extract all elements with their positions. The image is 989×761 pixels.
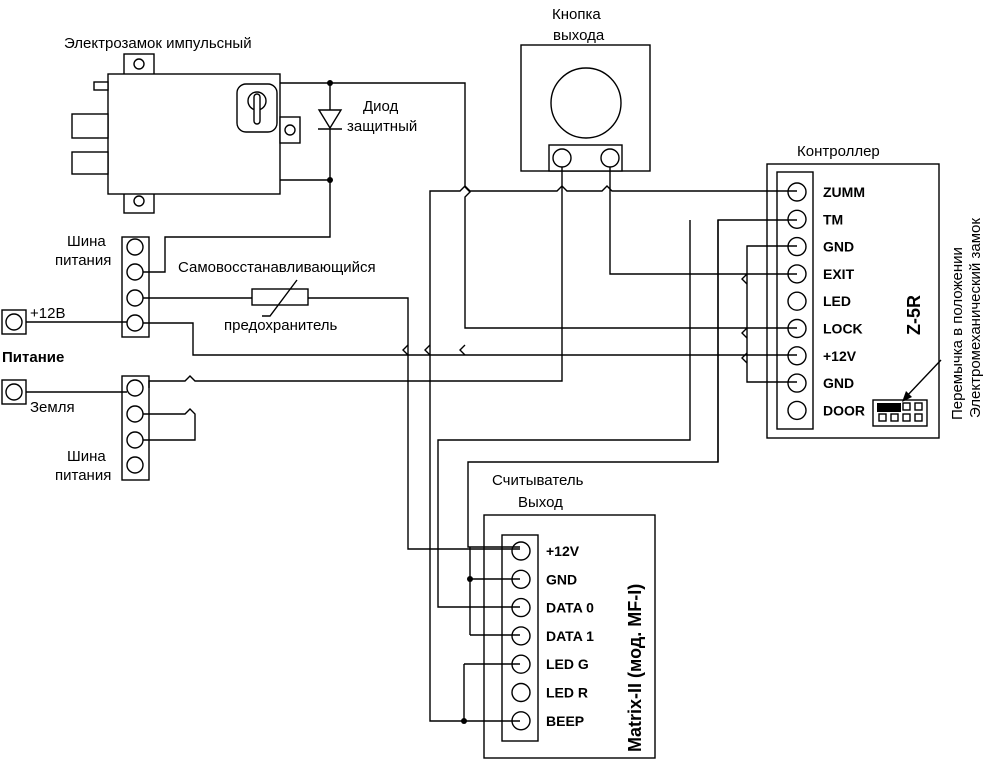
power-plus-label: +12В: [30, 305, 65, 322]
reader-terminal-label-6: LED R: [546, 685, 588, 701]
controller-terminal-label-5: LED: [823, 293, 851, 309]
lock-bolt-upper: [71, 113, 109, 139]
reader-terminal-label-1: +12V: [546, 543, 580, 559]
controller-terminal-label-4: EXIT: [823, 266, 855, 282]
bus-bottom-label-1: Шина: [67, 448, 106, 465]
reader-terminal-label-4: DATA 1: [546, 628, 594, 644]
controller-terminal-9: [787, 400, 807, 421]
controller-terminal-1: [787, 182, 807, 202]
reader: Считыватель Выход +12V GND DATA 0 DATA 1 LED…: [483, 472, 656, 759]
power-title: Питание: [2, 349, 64, 366]
jumper-note-1: Перемычка в положении: [949, 247, 966, 420]
protective-diode: Диод защитный: [317, 98, 417, 135]
exit-button-terminal-1: [552, 148, 572, 168]
reader-terminal-4: [511, 626, 531, 646]
controller-terminal-8: [787, 373, 807, 393]
bus-top-label-1: Шина: [67, 233, 106, 250]
controller-title: Контроллер: [797, 143, 880, 160]
controller-terminal-label-8: GND: [823, 375, 854, 391]
controller: Контроллер ZUMM TM GND EXIT LED LOCK +12V GND DO…: [766, 143, 984, 439]
reader-terminal-label-2: GND: [546, 571, 577, 587]
controller-terminal-5: [787, 291, 807, 311]
reader-title-2: Выход: [518, 494, 563, 511]
controller-model: Z-5R: [904, 295, 924, 335]
electric-lock: Электрозамок импульсный: [64, 35, 301, 214]
diode-label-1: Диод: [363, 98, 399, 115]
jumper-note-2: Электромеханический замок: [967, 218, 984, 418]
exit-button-terminal-2: [600, 148, 620, 168]
exit-button-knob: [550, 67, 622, 139]
controller-terminal-label-6: LOCK: [823, 321, 863, 337]
exit-button: Кнопка выхода: [520, 6, 651, 172]
power-supply: +12В Питание Земля: [1, 305, 75, 416]
controller-terminal-label-9: DOOR: [823, 402, 865, 418]
reader-terminal-label-7: BEEP: [546, 713, 584, 729]
reader-terminal-label-3: DATA 0: [546, 600, 594, 616]
controller-terminal-label-2: TM: [823, 211, 843, 227]
reader-terminal-label-5: LED G: [546, 656, 589, 672]
jumper-note-arrow: [904, 359, 942, 399]
fuse-label-1: Самовосстанавливающийся: [178, 259, 376, 276]
diode-label-2: защитный: [347, 118, 417, 135]
jumper-block: [872, 399, 928, 427]
power-bus-bottom: Шина питания: [55, 375, 150, 484]
reader-title-1: Считыватель: [492, 472, 584, 489]
reader-model: Matrix-II (мод. MF-I): [625, 584, 645, 752]
controller-terminal-label-3: GND: [823, 239, 854, 255]
exit-button-label-1: Кнопка: [552, 6, 601, 23]
fuse-label-2: предохранитель: [224, 317, 338, 334]
exit-button-label-2: выхода: [553, 27, 605, 44]
lock-bolt-lower: [71, 151, 109, 175]
lock-latch: [93, 81, 109, 91]
controller-terminal-label-7: +12V: [823, 348, 857, 364]
power-ground-label: Земля: [30, 399, 75, 416]
controller-terminal-7: [787, 346, 807, 366]
reader-terminal-1: [511, 541, 531, 561]
resettable-fuse: Самовосстанавливающийся предохранитель: [178, 259, 376, 334]
reader-terminal-6: [511, 682, 531, 703]
diode-symbol: [317, 109, 343, 130]
wires: [26, 80, 797, 724]
bus-top-label-2: питания: [55, 252, 111, 269]
controller-terminal-label-1: ZUMM: [823, 184, 865, 200]
fuse-body: [251, 288, 309, 306]
lock-title: Электрозамок импульсный: [64, 35, 252, 52]
bus-bottom-label-2: питания: [55, 467, 111, 484]
